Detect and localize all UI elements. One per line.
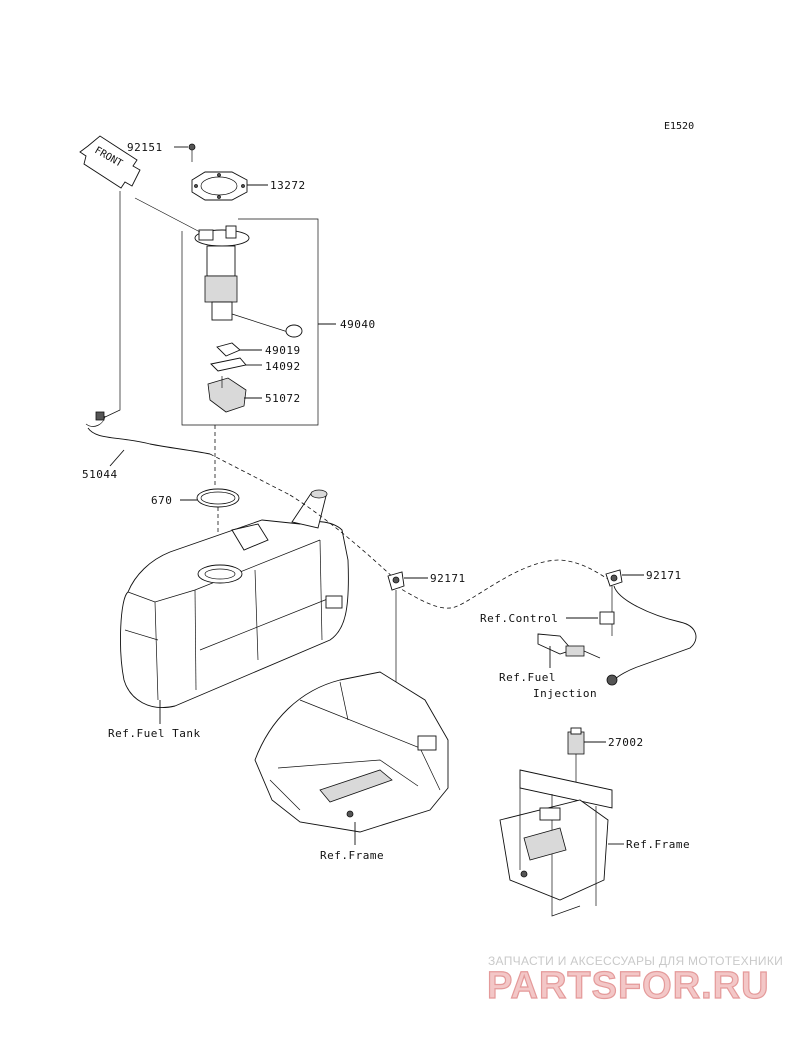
- label-ref-control: Ref.Control: [480, 612, 558, 625]
- diagram-code: E1520: [664, 121, 694, 132]
- label-92151: 92151: [127, 141, 163, 154]
- label-14092: 14092: [265, 360, 301, 373]
- filter-49019: [216, 342, 241, 357]
- label-670: 670: [151, 494, 172, 507]
- o-ring-670: [196, 488, 240, 508]
- connector-27002: [567, 727, 585, 800]
- gasket-plate-13272: [191, 171, 248, 201]
- clamp-92171-left: [387, 571, 405, 591]
- label-49040: 49040: [340, 318, 376, 331]
- watermark-tagline: ЗАПЧАСТИ И АКСЕССУАРЫ ДЛЯ МОТОТЕХНИКИ: [488, 954, 783, 968]
- watermark-brand: PARTSFOR.RU: [487, 965, 770, 1007]
- frame-left: [254, 671, 449, 833]
- label-ref-fuel: Ref.Fuel: [499, 671, 556, 684]
- fuel-pump-assembly: [194, 225, 303, 338]
- cup-51072: [207, 376, 247, 413]
- frame-right: [499, 769, 613, 917]
- label-ref-frame-left: Ref.Frame: [320, 849, 384, 862]
- label-injection: Injection: [533, 687, 597, 700]
- label-51044: 51044: [82, 468, 118, 481]
- label-ref-fuel-tank: Ref.Fuel Tank: [108, 727, 201, 740]
- label-27002: 27002: [608, 736, 644, 749]
- label-51072: 51072: [265, 392, 301, 405]
- hose-51044: [85, 411, 211, 455]
- label-49019: 49019: [265, 344, 301, 357]
- label-ref-frame-right: Ref.Frame: [626, 838, 690, 851]
- clamp-92171-right: [605, 569, 623, 587]
- fuel-tank: [120, 489, 349, 708]
- label-92171-right: 92171: [646, 569, 682, 582]
- bolt-92151: [188, 143, 196, 162]
- fuel-hose-right: [599, 585, 697, 686]
- fuel-injection-part: [537, 633, 601, 659]
- plate-14092: [210, 357, 247, 372]
- label-92171-left: 92171: [430, 572, 466, 585]
- label-13272: 13272: [270, 179, 306, 192]
- front-arrow-icon: FRONT: [79, 135, 141, 189]
